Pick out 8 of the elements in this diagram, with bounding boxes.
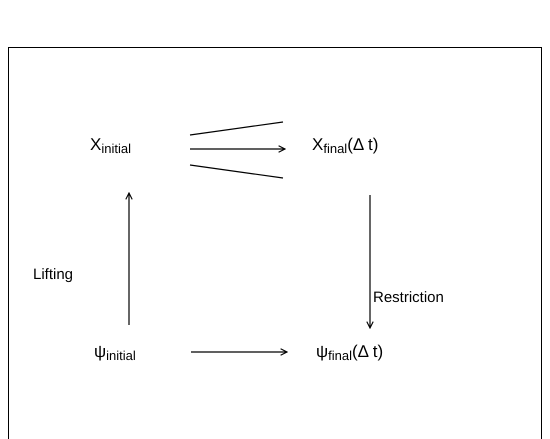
arrow [191,348,288,356]
arrow [190,145,286,153]
arrow [366,195,374,329]
math-label: ψ$_{initial}$ [94,342,136,361]
math-label: X$_{initial}$ [90,135,131,154]
math-label: X$_{final}$(Δ t) [312,135,378,154]
arrow [125,192,133,325]
math-label: ψ$_{final}$(Δ t) [316,342,384,361]
